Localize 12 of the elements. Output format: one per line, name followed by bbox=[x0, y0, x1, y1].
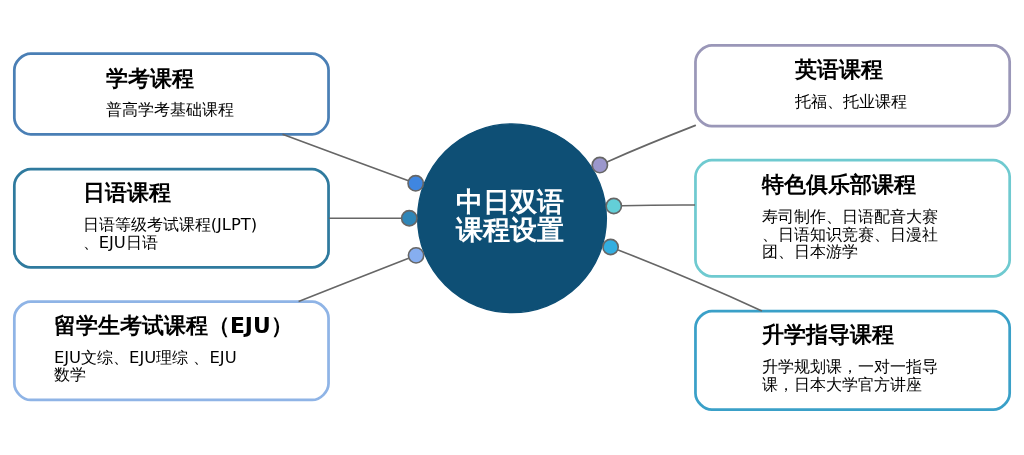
connector bbox=[297, 246, 425, 303]
connector bbox=[602, 238, 763, 312]
node-box: 特色俱乐部课程 寿司制作、日语配音大赛、日语知识竞赛、日漫社团、日本游学 bbox=[694, 158, 1012, 278]
node-box: 升学指导课程 升学规划课，一对一指导课，日本大学官方讲座 bbox=[694, 309, 1012, 411]
node-box: 留学生考试课程（EJU） EJU文综、EJU理综 、EJU数学 bbox=[12, 300, 330, 402]
node-box: 学考课程 普高学考基础课程 bbox=[12, 52, 330, 136]
connector bbox=[591, 124, 697, 174]
connector bbox=[281, 133, 425, 192]
node-box: 英语课程 托福、托业课程 bbox=[694, 44, 1012, 128]
connector bbox=[605, 197, 696, 215]
connector bbox=[328, 209, 418, 227]
node-box: 日语课程 日语等级考试课程(JLPT)、EJU日语 bbox=[12, 167, 330, 269]
